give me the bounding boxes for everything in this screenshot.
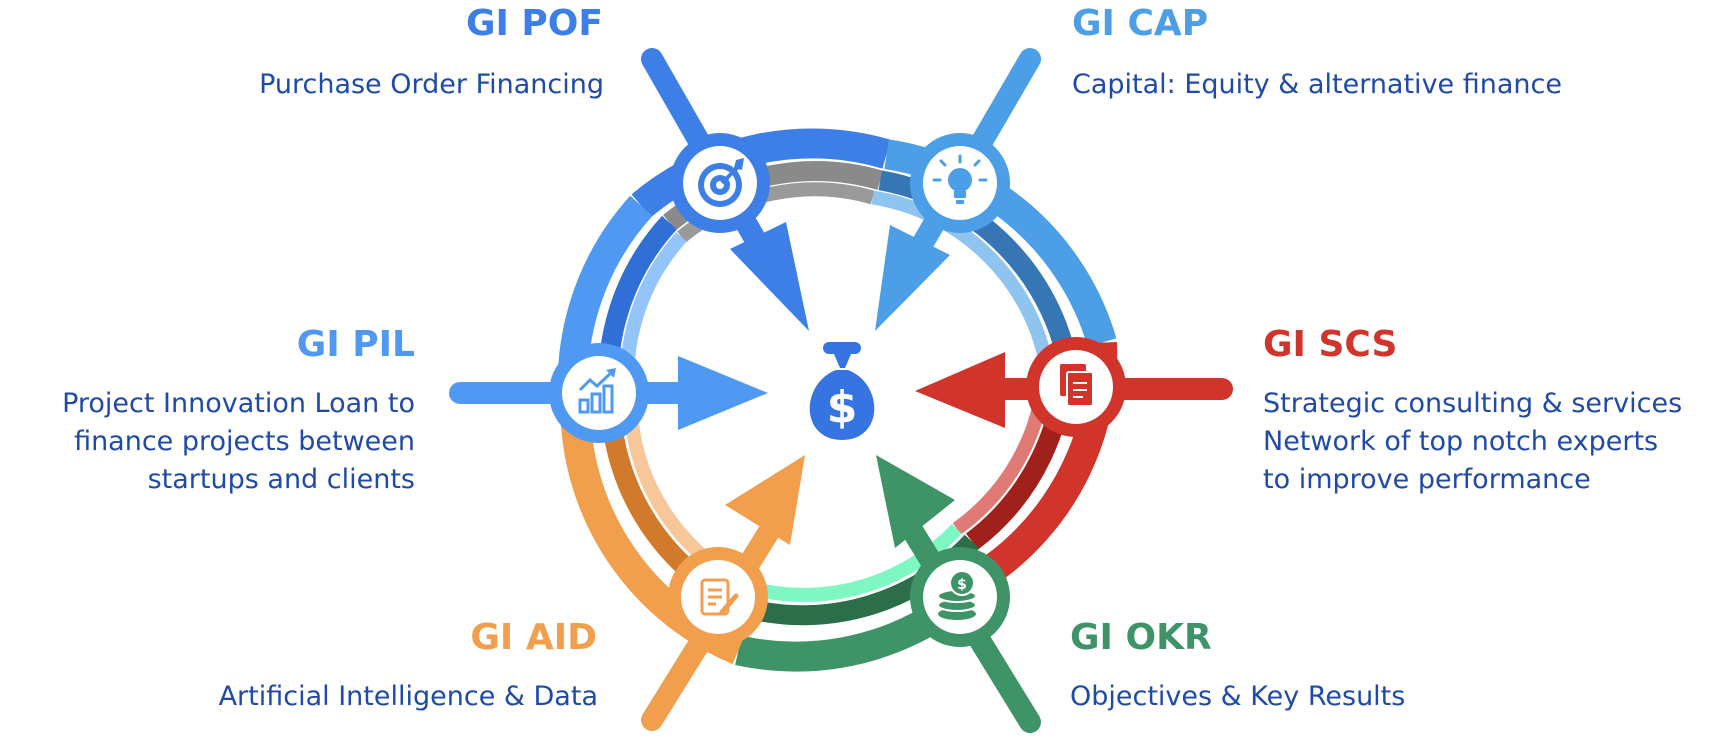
description-pil-line-2: finance projects between [74, 426, 415, 457]
ring-inner-cap [871, 190, 1052, 360]
description-pof: Purchase Order Financing [259, 66, 604, 104]
title-pof: GI POF [465, 3, 603, 44]
dollar-symbol: $ [827, 382, 858, 433]
title-aid: GI AID [470, 617, 597, 658]
title-cap: GI CAP [1072, 3, 1209, 44]
description-aid: Artificial Intelligence & Data [219, 678, 598, 716]
title-okr: GI OKR [1070, 617, 1212, 658]
node-cap [910, 133, 1010, 233]
description-pil-line-3: startups and clients [147, 464, 415, 495]
notepad-pen-icon [700, 578, 739, 616]
documents-icon [1060, 364, 1094, 407]
coin-stack-icon: $ [937, 570, 977, 620]
node-aid [668, 547, 768, 647]
description-cap: Capital: Equity & alternative finance [1072, 66, 1562, 104]
description-pof-line-1: Purchase Order Financing [259, 69, 604, 100]
description-scs-line-3: to improve performance [1263, 464, 1591, 495]
description-scs-line-1: Strategic consulting & services [1263, 388, 1683, 419]
title-scs: GI SCS [1263, 324, 1398, 365]
node-pil [549, 343, 649, 443]
description-okr-line-1: Objectives & Key Results [1070, 681, 1406, 712]
ring-arc-pof [631, 128, 891, 218]
description-scs: Strategic consulting & services Network … [1263, 385, 1682, 499]
description-okr: Objectives & Key Results [1070, 678, 1405, 716]
node-okr: $ [910, 547, 1010, 647]
svg-text:$: $ [957, 577, 967, 593]
description-pil-line-1: Project Innovation Loan to [62, 388, 415, 419]
node-pof [670, 133, 770, 233]
title-pil: GI PIL [296, 324, 415, 365]
description-pil: Project Innovation Loan to finance proje… [62, 385, 415, 499]
money-bag-icon: $ [809, 342, 875, 440]
description-cap-line-1: Capital: Equity & alternative finance [1072, 69, 1562, 100]
target-icon [698, 158, 744, 207]
description-aid-line-1: Artificial Intelligence & Data [218, 681, 598, 712]
description-scs-line-2: Network of top notch experts [1263, 426, 1659, 457]
lightbulb-icon [932, 154, 988, 204]
node-scs [1026, 337, 1126, 437]
growth-chart-icon [578, 368, 616, 414]
